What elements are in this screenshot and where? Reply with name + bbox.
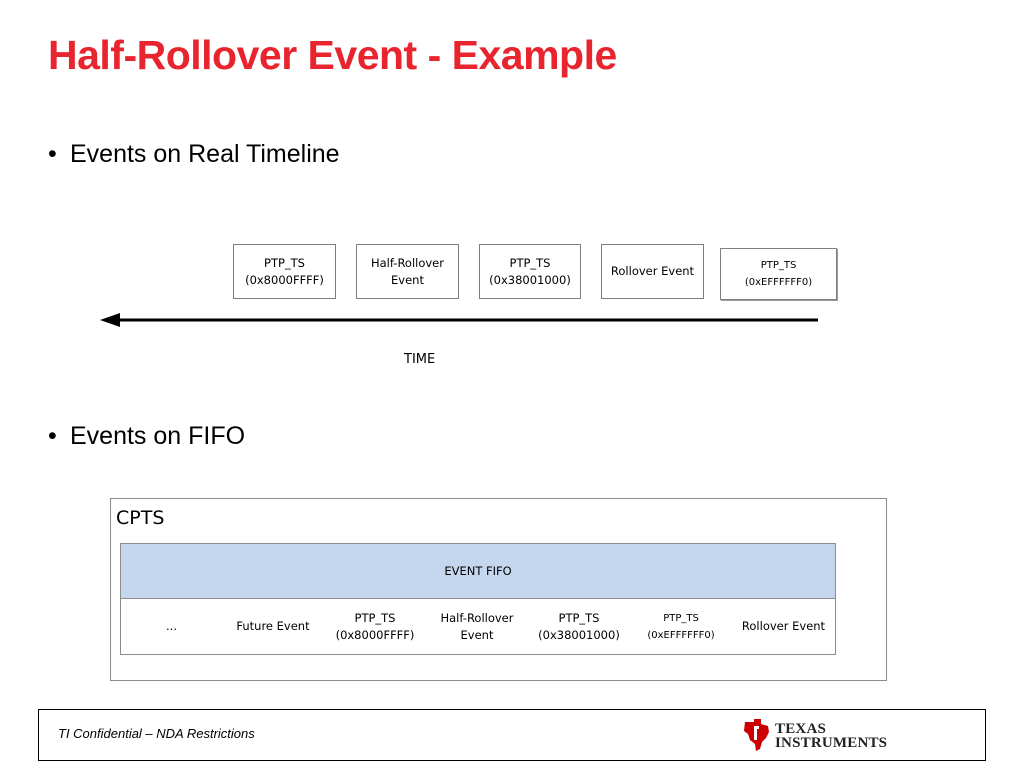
timeline-box-line1: Half-Rollover <box>370 255 444 270</box>
fifo-cell-ellipsis: ... <box>120 599 223 655</box>
timeline-box-ptp-ts-38001000: PTP_TS (0x38001000) <box>479 244 581 299</box>
ti-wordmark-line2: INSTRUMENTS <box>775 735 888 751</box>
fifo-cell-ptp-ts-38001000: PTP_TS (0x38001000) <box>528 599 631 655</box>
bullet-text: Events on Real Timeline <box>70 140 340 168</box>
fifo-cell-line2: (0xEFFFFFF0) <box>647 629 715 641</box>
fifo-cell-line1: Future Event <box>236 619 310 633</box>
timeline-box-line2: Event <box>391 272 424 287</box>
fifo-cell-rollover: Rollover Event <box>732 599 836 655</box>
timeline-box-line1: PTP_TS <box>509 255 551 270</box>
footer-confidential-text: TI Confidential – NDA Restrictions <box>58 726 255 741</box>
timeline-box-line2: (0x8000FFFF) <box>245 272 324 287</box>
event-fifo-label: EVENT FIFO <box>444 564 512 578</box>
cpts-container <box>110 498 887 681</box>
ti-wordmark: TEXAS INSTRUMENTS <box>775 721 888 751</box>
slide-title: Half-Rollover Event - Example <box>48 32 617 78</box>
timeline-box-ptp-ts-efffff0: PTP_TS (0xEFFFFFF0) <box>720 248 837 300</box>
timeline-box-line2: (0x38001000) <box>489 272 571 287</box>
fifo-cell-ptp-ts-8000ffff: PTP_TS (0x8000FFFF) <box>324 599 427 655</box>
fifo-cell-half-rollover: Half-Rollover Event <box>426 599 529 655</box>
fifo-cell-line1: PTP_TS <box>354 610 396 625</box>
fifo-cell-line1: Half-Rollover <box>440 610 514 625</box>
bullet-fifo: • Events on FIFO <box>48 422 245 451</box>
time-axis-label: TIME <box>404 352 436 367</box>
fifo-cell-line1: PTP_TS <box>663 612 699 624</box>
fifo-cell-line1: ... <box>166 619 177 633</box>
timeline-box-ptp-ts-8000ffff: PTP_TS (0x8000FFFF) <box>233 244 336 299</box>
fifo-cell-line1: Rollover Event <box>741 619 826 633</box>
timeline-box-line2: (0xEFFFFFF0) <box>744 277 813 288</box>
bullet-real-timeline: • Events on Real Timeline <box>48 140 340 169</box>
fifo-cell-ptp-ts-efffff0: PTP_TS (0xEFFFFFF0) <box>630 599 733 655</box>
timeline-box-half-rollover: Half-Rollover Event <box>356 244 459 299</box>
event-fifo-header: EVENT FIFO <box>120 543 836 599</box>
timeline-box-line1: PTP_TS <box>264 255 305 270</box>
time-arrow <box>100 313 818 327</box>
fifo-cell-line2: (0x38001000) <box>538 627 620 642</box>
bullet-dot: • <box>48 422 57 450</box>
cpts-label: CPTS <box>116 507 165 529</box>
timeline-box-rollover: Rollover Event <box>601 244 704 299</box>
bullet-dot: • <box>48 140 57 168</box>
timeline-box-line1: PTP_TS <box>760 260 797 271</box>
ti-wordmark-line1: TEXAS <box>775 721 827 737</box>
fifo-cell-line2: (0x8000FFFF) <box>335 627 415 642</box>
fifo-cell-line1: PTP_TS <box>558 610 600 625</box>
fifo-cell-line2: Event <box>460 627 494 642</box>
timeline-box-line1: Rollover Event <box>610 264 695 278</box>
fifo-cell-future-event: Future Event <box>222 599 325 655</box>
footer-bar <box>38 709 986 761</box>
bullet-text: Events on FIFO <box>70 422 246 450</box>
ti-logo-icon <box>744 719 769 751</box>
